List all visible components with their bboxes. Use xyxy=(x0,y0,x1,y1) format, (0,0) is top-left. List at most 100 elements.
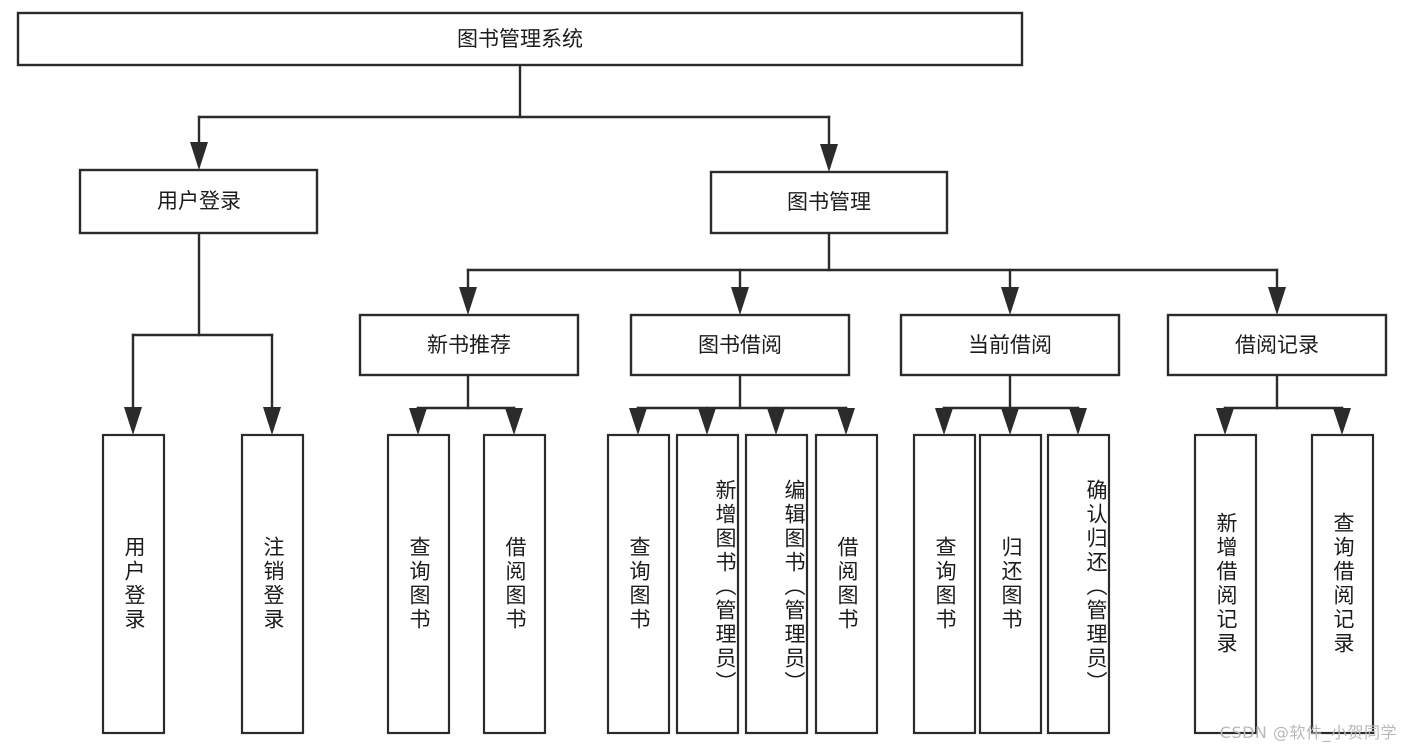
connector-group-borrow-record xyxy=(1216,373,1351,435)
node-new-book-rec-box[interactable] xyxy=(358,313,580,377)
node-current-borrow-box[interactable] xyxy=(899,313,1121,377)
node-leaf-borrow-book-1-text-area: 借阅图书 xyxy=(502,536,527,632)
node-new-book-rec-label: 新书推荐 xyxy=(427,333,511,357)
arrowhead-leaf-user-login xyxy=(124,407,142,435)
node-current-borrow-label: 当前借阅 xyxy=(968,333,1052,357)
node-root-label: 图书管理系统 xyxy=(457,27,583,51)
connector-group-book-manage xyxy=(459,231,1286,315)
node-leaf-confirm-return-box[interactable] xyxy=(1046,433,1111,735)
node-leaf-add-book-box[interactable] xyxy=(675,433,740,735)
connector-group-root xyxy=(190,63,838,172)
node-leaf-logout[interactable]: 注销登录 xyxy=(240,433,305,735)
node-leaf-confirm-return-text-area: 确认归还（管理员） xyxy=(1084,479,1108,695)
node-leaf-query-record-box[interactable] xyxy=(1310,433,1375,735)
node-leaf-edit-book-box[interactable] xyxy=(744,433,809,735)
node-leaf-logout-text-area: 注销登录 xyxy=(260,536,285,632)
arrowhead-new-book-rec xyxy=(459,287,477,315)
node-leaf-user-login-label: 用户登录 xyxy=(121,536,146,632)
node-leaf-borrow-book-2[interactable]: 借阅图书 xyxy=(814,433,879,735)
arrowhead-leaf-query-record xyxy=(1333,408,1351,435)
node-book-manage-box[interactable] xyxy=(709,170,949,235)
node-leaf-add-book[interactable]: 新增图书（管理员） xyxy=(675,433,740,735)
node-user-login[interactable]: 用户登录 xyxy=(78,168,319,235)
node-leaf-confirm-return-label: 确认归还（管理员） xyxy=(1084,479,1108,695)
node-leaf-user-login-text-area: 用户登录 xyxy=(121,536,146,632)
node-borrow-record-box[interactable] xyxy=(1166,313,1388,377)
node-leaf-edit-book[interactable]: 编辑图书（管理员） xyxy=(744,433,809,735)
node-user-login-box[interactable] xyxy=(78,168,319,235)
node-leaf-logout-label: 注销登录 xyxy=(260,536,285,632)
node-leaf-borrow-book-2-box[interactable] xyxy=(814,433,879,735)
node-book-borrow[interactable]: 图书借阅 xyxy=(629,313,851,377)
node-leaf-add-record-text-area: 新增借阅记录 xyxy=(1213,512,1238,656)
arrowhead-book-manage xyxy=(820,144,838,172)
arrowhead-current-borrow xyxy=(1001,287,1019,315)
node-root-box[interactable] xyxy=(16,11,1024,67)
arrowhead-leaf-return-book xyxy=(1001,408,1019,435)
node-leaf-borrow-book-2-label: 借阅图书 xyxy=(834,536,859,632)
node-book-borrow-box[interactable] xyxy=(629,313,851,377)
connector-group-current-borrow xyxy=(935,373,1087,435)
node-root[interactable]: 图书管理系统 xyxy=(16,11,1024,67)
node-book-borrow-label: 图书借阅 xyxy=(698,333,782,357)
arrowhead-leaf-logout xyxy=(263,407,281,435)
node-book-manage-label: 图书管理 xyxy=(787,190,871,214)
arrowhead-leaf-query-book-3 xyxy=(935,408,953,435)
connector-group-user-login xyxy=(124,231,281,435)
node-leaf-query-book-2[interactable]: 查询图书 xyxy=(606,433,671,735)
node-leaf-return-book-box[interactable] xyxy=(978,433,1043,735)
node-leaf-add-record-label: 新增借阅记录 xyxy=(1213,512,1238,656)
node-leaf-query-record-label: 查询借阅记录 xyxy=(1330,512,1355,656)
node-leaf-borrow-book-1[interactable]: 借阅图书 xyxy=(482,433,547,735)
node-leaf-query-book-1-box[interactable] xyxy=(386,433,451,735)
csdn-watermark: CSDN @软件_小贺同学 xyxy=(1219,723,1397,742)
node-leaf-add-record[interactable]: 新增借阅记录 xyxy=(1193,433,1258,735)
node-leaf-query-book-1[interactable]: 查询图书 xyxy=(386,433,451,735)
node-borrow-record-label: 借阅记录 xyxy=(1235,333,1319,357)
node-leaf-query-book-3-text-area: 查询图书 xyxy=(933,536,957,632)
node-leaf-add-book-text-area: 新增图书（管理员） xyxy=(713,479,737,695)
node-leaf-query-book-2-text-area: 查询图书 xyxy=(626,536,651,632)
arrowhead-user-login xyxy=(190,142,208,170)
node-leaf-query-book-2-box[interactable] xyxy=(606,433,671,735)
arrowhead-book-borrow xyxy=(731,287,749,315)
arrowhead-leaf-query-book-1 xyxy=(409,408,427,435)
node-leaf-return-book-label: 归还图书 xyxy=(998,536,1023,632)
node-leaf-edit-book-text-area: 编辑图书（管理员） xyxy=(782,479,806,695)
node-leaf-query-book-1-label: 查询图书 xyxy=(406,536,431,632)
node-leaf-query-book-3[interactable]: 查询图书 xyxy=(912,433,977,735)
node-leaf-confirm-return[interactable]: 确认归还（管理员） xyxy=(1046,433,1111,735)
node-leaf-query-book-1-text-area: 查询图书 xyxy=(406,536,431,632)
node-leaf-user-login[interactable]: 用户登录 xyxy=(101,433,166,735)
node-leaf-add-book-label: 新增图书（管理员） xyxy=(713,479,737,695)
arrowhead-leaf-borrow-book-1 xyxy=(505,408,523,435)
node-leaf-borrow-book-2-text-area: 借阅图书 xyxy=(834,536,859,632)
node-leaf-return-book-text-area: 归还图书 xyxy=(998,536,1023,632)
node-leaf-add-record-box[interactable] xyxy=(1193,433,1258,735)
node-leaf-query-record-text-area: 查询借阅记录 xyxy=(1330,512,1355,656)
connector-group-new-book-rec xyxy=(409,373,523,435)
arrowhead-leaf-query-book-2 xyxy=(629,408,647,435)
node-book-manage[interactable]: 图书管理 xyxy=(709,170,949,235)
node-leaf-borrow-book-1-label: 借阅图书 xyxy=(502,536,527,632)
node-leaf-query-record[interactable]: 查询借阅记录 xyxy=(1310,433,1375,735)
node-leaf-user-login-box[interactable] xyxy=(101,433,166,735)
node-leaf-query-book-3-box[interactable] xyxy=(912,433,977,735)
node-leaf-logout-box[interactable] xyxy=(240,433,305,735)
arrowhead-leaf-confirm-return xyxy=(1069,408,1087,435)
arrowhead-leaf-edit-book xyxy=(767,408,785,435)
connector-group-book-borrow xyxy=(629,373,855,435)
arrowhead-leaf-add-record xyxy=(1216,408,1234,435)
node-leaf-borrow-book-1-box[interactable] xyxy=(482,433,547,735)
node-user-login-label: 用户登录 xyxy=(157,189,241,213)
node-current-borrow[interactable]: 当前借阅 xyxy=(899,313,1121,377)
node-borrow-record[interactable]: 借阅记录 xyxy=(1166,313,1388,377)
arrowhead-leaf-borrow-book-2 xyxy=(837,408,855,435)
node-leaf-return-book[interactable]: 归还图书 xyxy=(978,433,1043,735)
node-leaf-edit-book-label: 编辑图书（管理员） xyxy=(782,479,806,695)
arrowhead-leaf-add-book xyxy=(698,408,716,435)
node-new-book-rec[interactable]: 新书推荐 xyxy=(358,313,580,377)
node-leaf-query-book-2-label: 查询图书 xyxy=(626,536,651,632)
